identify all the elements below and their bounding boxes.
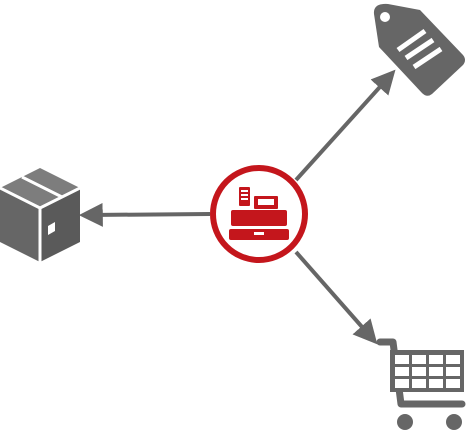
cash-register-icon bbox=[229, 187, 289, 240]
price-tag-node bbox=[373, 3, 465, 96]
price-tag-icon bbox=[373, 3, 465, 96]
package-node bbox=[0, 168, 81, 262]
arrow-to-price-tag bbox=[294, 69, 396, 182]
package-box-icon bbox=[0, 168, 81, 262]
arrow-to-shopping-cart bbox=[294, 250, 378, 345]
arrow-to-package bbox=[78, 202, 211, 227]
shopping-cart-node bbox=[376, 338, 466, 430]
shopping-cart-icon bbox=[376, 338, 466, 430]
center-node bbox=[210, 165, 308, 263]
